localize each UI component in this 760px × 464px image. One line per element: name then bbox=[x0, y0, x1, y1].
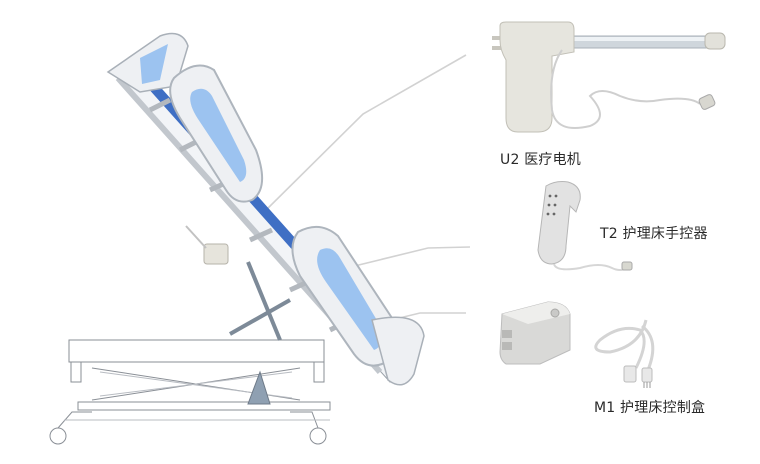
control-box-icon bbox=[499, 301, 655, 388]
bed-base-icon bbox=[49, 339, 331, 445]
frame-motor-icon bbox=[185, 225, 229, 265]
label-t2-hand-controller: T2 护理床手控器 bbox=[600, 226, 708, 242]
lift-strut-icon bbox=[229, 261, 291, 341]
lower-side-rail-icon bbox=[291, 225, 398, 367]
upper-side-rail-icon bbox=[169, 64, 263, 203]
hand-controller-icon bbox=[537, 181, 633, 271]
footboard-icon bbox=[371, 316, 425, 386]
label-m1-control-box: M1 护理床控制盒 bbox=[594, 400, 706, 416]
linear-actuator-icon bbox=[492, 21, 726, 133]
headboard-icon bbox=[106, 32, 189, 93]
label-u2-motor: U2 医疗电机 bbox=[500, 152, 582, 168]
